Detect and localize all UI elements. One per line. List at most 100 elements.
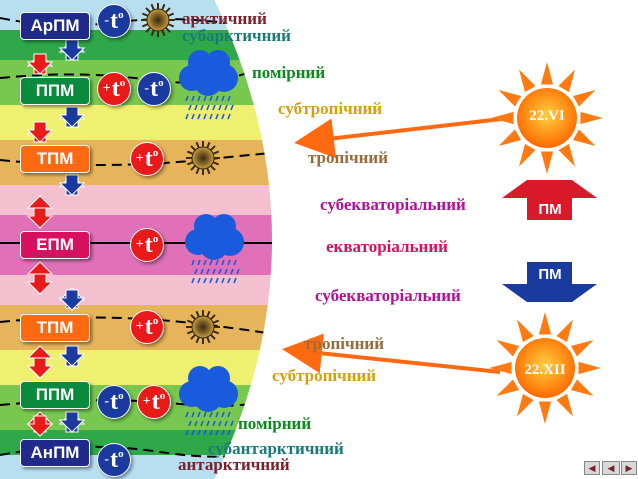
sun-ray	[556, 393, 573, 417]
air-mass-ppm-north: ППМ	[20, 77, 90, 105]
prev-arrow-button[interactable]: ◀	[602, 461, 620, 475]
sun-date-north: 22.VI	[529, 108, 565, 124]
sun-ray	[540, 62, 554, 85]
air-flow-arrow	[26, 195, 54, 229]
solar-ray-arrow-south	[282, 333, 501, 374]
zone-label-antarctic: антарктичний	[178, 455, 290, 474]
air-mass-anpm: АнПМ	[20, 439, 90, 467]
zone-label-subarctic: субарктичний	[182, 26, 291, 45]
zone-label-subequatorial-s: субекваторіальний	[315, 286, 461, 305]
pm-label-up: ПМ	[538, 200, 562, 218]
sun-disc	[515, 338, 575, 398]
air-flow-arrow	[26, 121, 54, 143]
air-flow-arrow	[26, 345, 54, 379]
sun-disc	[517, 88, 577, 148]
prev-icon: ◀	[588, 462, 596, 473]
zone-label-equatorial: екваторіальний	[326, 237, 448, 256]
sun-ray	[572, 129, 596, 146]
air-mass-label: АнПМ	[30, 443, 80, 462]
pm-down-arrow-head	[502, 284, 597, 302]
sun-icon-south	[489, 312, 601, 424]
sun-ray	[498, 129, 522, 146]
sun-ray	[519, 143, 536, 167]
small-sun-icon	[186, 141, 220, 175]
sun-ray	[517, 393, 534, 417]
sun-ray	[580, 111, 603, 125]
air-flow-arrow	[58, 39, 86, 61]
sun-ray	[570, 340, 594, 357]
sun-date-south: 22.XII	[524, 362, 566, 378]
air-mass-epm: ЕПМ	[20, 231, 90, 259]
air-mass-ppm-south: ППМ	[20, 381, 90, 409]
air-mass-label: ППМ	[35, 385, 75, 404]
zone-label-subtropical-s: субтропічний	[272, 366, 377, 385]
sun-ray	[538, 401, 552, 424]
air-mass-label: ППМ	[35, 81, 75, 100]
sun-ray	[489, 361, 512, 375]
air-mass-label: АрПМ	[30, 16, 80, 35]
air-flow-arrow	[26, 261, 54, 295]
zone-label-temperate-n: помірний	[252, 63, 326, 82]
zone-label-subantarctic: субантарктичний	[208, 439, 344, 458]
rain-cloud-icon	[179, 50, 238, 120]
next-icon: ▶	[625, 462, 633, 473]
pm-up-arrow-head	[502, 180, 597, 198]
air-mass-label: ЕПМ	[36, 235, 74, 254]
sun-ray	[570, 379, 594, 396]
sun-ray	[517, 319, 534, 343]
pm-down-arrow-body	[527, 262, 572, 284]
sun-ray	[540, 151, 554, 174]
next-slide-button[interactable]: ▶	[621, 461, 637, 475]
air-flow-arrow	[58, 345, 86, 367]
air-mass-tpm-north: ТПМ	[20, 145, 90, 173]
sun-ray	[558, 69, 575, 93]
air-flow-arrow	[26, 411, 54, 437]
zone-label-temperate-s: помірний	[238, 414, 312, 433]
band-subequatorial-n	[0, 185, 273, 215]
prev-slide-button[interactable]: ◀	[584, 461, 600, 475]
sun-ray	[519, 69, 536, 93]
sun-ray	[572, 90, 596, 107]
air-flow-arrow	[58, 411, 86, 433]
air-mass-arpm: АрПМ	[20, 12, 90, 40]
sun-ray	[498, 90, 522, 107]
air-mass-label: ТПМ	[36, 149, 74, 168]
air-mass-label: ТПМ	[36, 318, 74, 337]
air-flow-arrow	[58, 174, 86, 196]
pm-label-down: ПМ	[538, 265, 562, 283]
zone-label-subequatorial-n: субекваторіальний	[320, 195, 466, 214]
sun-ray	[558, 143, 575, 167]
sun-ray	[496, 379, 520, 396]
band-subequatorial-s	[0, 275, 273, 305]
sun-icon-north	[491, 62, 603, 174]
zone-label-arctic: арктичний	[182, 9, 267, 28]
small-sun-icon	[141, 3, 175, 37]
air-flow-arrow	[58, 106, 86, 128]
air-flow-arrow	[58, 287, 86, 311]
prev-icon: ◀	[607, 462, 615, 473]
solar-ray-arrow-north	[294, 116, 511, 159]
pm-up-arrow-body	[527, 198, 572, 220]
front-line	[0, 444, 273, 458]
sun-ray	[538, 312, 552, 335]
sun-ray	[578, 361, 601, 375]
zone-label-tropical-s: тропічний	[304, 334, 385, 353]
air-flow-arrow	[26, 53, 54, 75]
sun-ray	[496, 340, 520, 357]
air-mass-tpm-south: ТПМ	[20, 314, 90, 342]
sun-ray	[491, 111, 514, 125]
zone-label-subtropical-n: субтропічний	[278, 99, 383, 118]
small-sun-icon	[186, 310, 220, 344]
rain-cloud-icon	[179, 366, 238, 436]
rain-cloud-icon	[185, 214, 244, 284]
sun-ray	[556, 319, 573, 343]
